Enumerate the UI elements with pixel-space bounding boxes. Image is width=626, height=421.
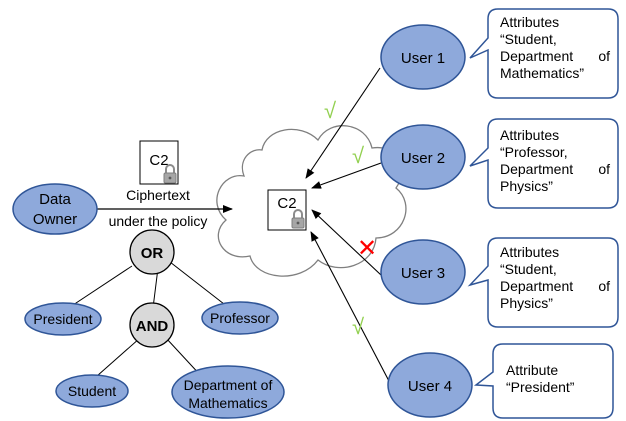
data-owner-label-line2: Owner <box>33 211 77 228</box>
callout-user-1-line3a: Department <box>500 48 574 64</box>
callout-bubble-user-2 <box>469 118 619 209</box>
ciphertext-caption-line1: Ciphertext <box>126 187 190 203</box>
callout-user-1-line2: “Student, <box>500 31 557 47</box>
user-2-arrow <box>311 162 382 189</box>
callout-user-4-line2: “President” <box>506 379 575 395</box>
ciphertext-caption-line2: under the policy <box>109 213 208 229</box>
user-4-label: User 4 <box>408 378 452 395</box>
callout-user-2: Attributes “Professor, Department of Phy… <box>500 127 610 195</box>
cloud-storage <box>216 125 407 277</box>
user-1-arrow <box>305 67 381 179</box>
user-3-cross-mark: ✕ <box>357 235 377 262</box>
callout-bubble-user-1 <box>469 8 619 99</box>
callout-user-3-line3: Department of <box>500 278 610 295</box>
user-arrows <box>305 67 391 384</box>
callout-user-3-line2: “Student, <box>500 261 557 277</box>
ciphertext-doc-label: C2 <box>149 152 168 169</box>
or-gate-label: OR <box>141 245 164 262</box>
president-node: President <box>24 302 102 336</box>
callout-user-1-line4: Mathematics” <box>500 65 585 81</box>
user-2-label: User 2 <box>401 150 445 167</box>
user-4-node: User 4 <box>387 352 473 418</box>
callout-user-2-line3b: of <box>598 161 610 177</box>
cloud-ciphertext-document: C2 <box>267 189 307 231</box>
callout-user-2-line3a: Department <box>500 161 574 177</box>
callout-user-3-line3b: of <box>598 278 610 294</box>
callout-user-3-line4: Physics” <box>500 295 553 311</box>
callout-user-3-line1: Attributes <box>500 244 560 260</box>
user-1-check-mark: √ <box>324 98 337 123</box>
callout-bubble-user-4 <box>473 343 614 419</box>
and-gate-label: AND <box>136 318 169 335</box>
student-node: Student <box>55 374 129 408</box>
or-gate-node: OR <box>129 229 175 275</box>
and-gate-node: AND <box>129 302 175 348</box>
callout-user-2-line2: “Professor, <box>500 144 568 160</box>
professor-label: Professor <box>210 310 270 326</box>
ciphertext-document: C2 <box>139 140 179 185</box>
callout-user-2-line1: Attributes <box>500 127 560 143</box>
student-label: Student <box>68 383 116 399</box>
callout-user-4: Attribute “President” <box>506 362 606 396</box>
user-3-arrow <box>311 209 382 276</box>
user-2-check-mark: √ <box>352 143 365 168</box>
dept-mathematics-label-line1: Department of <box>184 377 273 393</box>
callout-user-4-line1: Attribute <box>506 362 559 378</box>
cloud-doc-label: C2 <box>277 195 296 212</box>
callout-user-3-line3a: Department <box>500 278 574 294</box>
data-owner-label-line1: Data <box>39 191 71 208</box>
dept-mathematics-label-line2: Mathematics <box>188 395 267 411</box>
data-owner-node: Data Owner <box>12 183 98 235</box>
user-3-node: User 3 <box>380 239 466 305</box>
callout-bubble-user-3 <box>467 237 619 328</box>
callout-user-1-line3: Department of <box>500 48 610 65</box>
user-1-label: User 1 <box>401 50 445 67</box>
callout-user-1-line3b: of <box>598 48 610 64</box>
user-1-node: User 1 <box>380 24 466 90</box>
callout-user-2-line4: Physics” <box>500 178 553 194</box>
user-4-arrow <box>310 231 391 384</box>
callout-user-1-line1: Attributes <box>500 14 560 30</box>
callout-user-3: Attributes “Student, Department of Physi… <box>500 244 610 312</box>
user-2-node: User 2 <box>380 124 466 190</box>
user-4-check-mark: √ <box>352 314 365 339</box>
professor-node: Professor <box>201 301 279 335</box>
president-label: President <box>33 311 92 327</box>
dept-mathematics-node: Department of Mathematics <box>171 365 285 419</box>
callout-user-2-line3: Department of <box>500 161 610 178</box>
user-3-label: User 3 <box>401 265 445 282</box>
callout-user-1: Attributes “Student, Department of Mathe… <box>500 14 610 82</box>
